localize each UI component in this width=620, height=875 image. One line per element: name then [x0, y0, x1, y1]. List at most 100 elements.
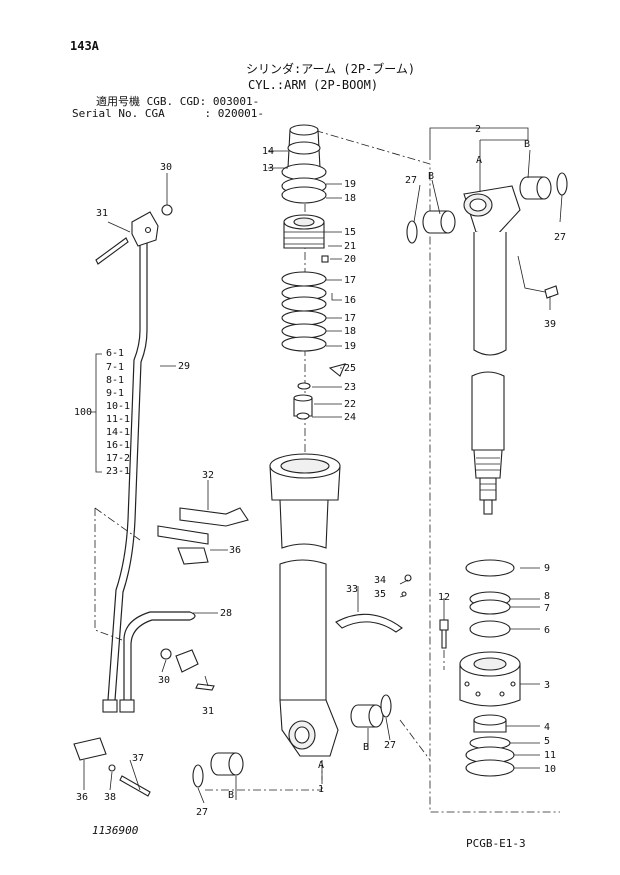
clamp-33	[335, 574, 412, 633]
callout-23: 23	[344, 382, 356, 393]
leader-lines	[83, 127, 563, 804]
page-code: 143A	[70, 39, 99, 53]
applicability-line-1: 適用号機 CGB. CGD: 003001-	[96, 95, 260, 108]
callout-34: 34	[374, 575, 386, 586]
centerline-piping	[94, 507, 141, 641]
drawing-number: 1136900	[92, 824, 139, 837]
bracket-32	[157, 507, 249, 565]
callout-27-upper-left: 27	[405, 175, 417, 186]
kit-item: 6-1	[106, 348, 124, 359]
callout-29: 29	[178, 361, 190, 372]
callout-b-lower-right: B	[363, 742, 369, 753]
flange-30-upper	[131, 204, 173, 247]
bushing-b-right	[519, 176, 552, 200]
callout-27-lower-left: 27	[196, 807, 208, 818]
callout-10: 10	[544, 764, 556, 775]
callout-16: 16	[344, 295, 356, 306]
callout-4: 4	[544, 722, 550, 733]
pipe-28	[119, 611, 196, 713]
kit-item: 7-1	[106, 362, 124, 373]
pipe-29	[102, 236, 148, 713]
callout-27-upper-right: 27	[554, 232, 566, 243]
callout-13: 13	[262, 163, 274, 174]
kit-item: 11-1	[106, 414, 130, 425]
cylinder-head-3	[459, 651, 521, 707]
kit-bracket	[90, 353, 102, 473]
callout-33: 33	[346, 584, 358, 595]
kit-item: 8-1	[106, 375, 124, 386]
bolt-31-upper	[95, 237, 129, 265]
callout-11: 11	[544, 750, 556, 761]
title-jp: シリンダ:アーム (2P-ブーム)	[246, 62, 416, 76]
callout-38: 38	[104, 792, 116, 803]
callout-24: 24	[344, 412, 356, 423]
kit-item: 16-1	[106, 440, 130, 451]
callout-21: 21	[344, 241, 356, 252]
callout-17-lower: 17	[344, 313, 356, 324]
callout-25: 25	[344, 363, 356, 374]
callout-9: 9	[544, 563, 550, 574]
flange-30-lower	[160, 648, 215, 691]
callout-31-lower: 31	[202, 706, 214, 717]
grease-fitting-39	[517, 255, 559, 299]
callout-8: 8	[544, 591, 550, 602]
callout-b-upper-left: B	[428, 171, 434, 182]
callout-15: 15	[344, 227, 356, 238]
kit-item: 23-1	[106, 466, 130, 477]
callout-17-upper: 17	[344, 275, 356, 286]
kit-item: 14-1	[106, 427, 130, 438]
callout-18-top: 18	[344, 193, 356, 204]
callout-39: 39	[544, 319, 556, 330]
callout-3: 3	[544, 680, 550, 691]
callout-36-lower: 36	[76, 792, 88, 803]
seal-rings-stack-right	[465, 559, 515, 638]
applicability-line-2: Serial No. CGA : 020001-	[72, 107, 265, 120]
page-reference: PCGB-E1-3	[466, 837, 526, 850]
kit-number: 100	[74, 407, 92, 418]
callout-37: 37	[132, 753, 144, 764]
callout-18-lower: 18	[344, 326, 356, 337]
piston-stack	[281, 124, 346, 420]
callout-28: 28	[220, 608, 232, 619]
callout-20: 20	[344, 254, 356, 265]
callout-27-lower-right: 27	[384, 740, 396, 751]
callout-30-lower: 30	[158, 675, 170, 686]
callout-19-lower: 19	[344, 341, 356, 352]
kit-item: 17-2	[106, 453, 130, 464]
callout-14: 14	[262, 146, 274, 157]
callout-1: 1	[318, 784, 324, 795]
clip-36-lower	[73, 737, 151, 797]
callout-6: 6	[544, 625, 550, 636]
rod-end	[473, 449, 503, 515]
callout-5: 5	[544, 736, 550, 747]
seal-ring-27-left	[406, 220, 418, 244]
callout-2: 2	[475, 124, 481, 135]
title-en: CYL.:ARM (2P-BOOM)	[248, 78, 379, 92]
callout-b-lower-left: B	[228, 790, 234, 801]
piston-rod-lower	[471, 371, 505, 451]
bushing-b-left	[422, 210, 456, 234]
centerline-right-pin	[399, 719, 431, 761]
callout-7: 7	[544, 603, 550, 614]
seal-ring-27-right	[556, 172, 568, 196]
callout-a-upper: A	[476, 155, 482, 166]
tube-bushings-lower	[192, 694, 392, 788]
callout-12: 12	[438, 592, 450, 603]
head-seals-lower	[465, 714, 515, 777]
callout-30-top: 30	[160, 162, 172, 173]
callout-b-upper-right: B	[524, 139, 530, 150]
cylinder-tube	[269, 453, 341, 757]
piston-rod-upper	[473, 232, 507, 356]
callout-35: 35	[374, 589, 386, 600]
callout-36-upper: 36	[229, 545, 241, 556]
callout-19-top: 19	[344, 179, 356, 190]
callout-31-top: 31	[96, 208, 108, 219]
bolt-12	[439, 619, 449, 670]
rod-eye	[463, 185, 521, 237]
callout-22: 22	[344, 399, 356, 410]
callout-a-lower: A	[318, 760, 324, 771]
kit-item: 10-1	[106, 401, 130, 412]
callout-32: 32	[202, 470, 214, 481]
kit-item: 9-1	[106, 388, 124, 399]
